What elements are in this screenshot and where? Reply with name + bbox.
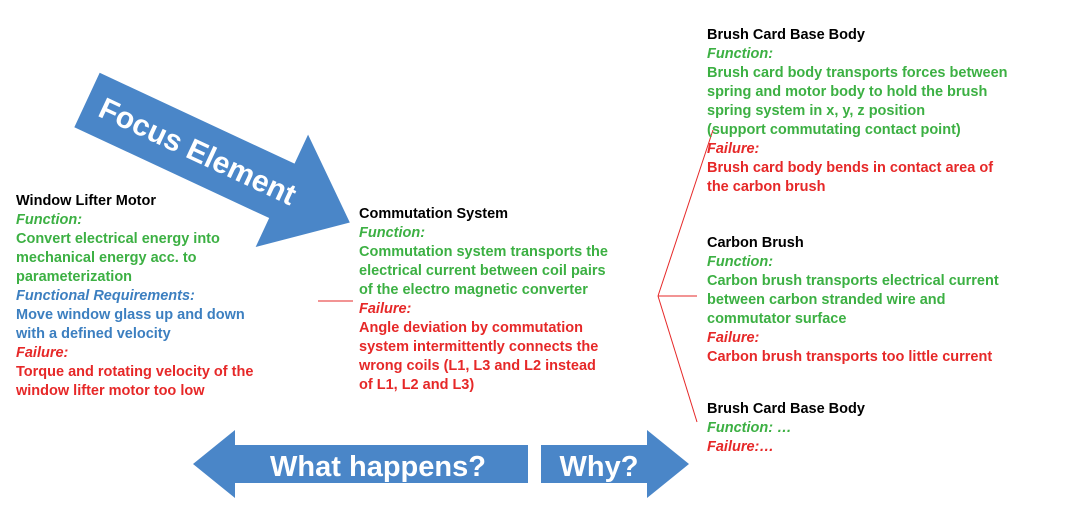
block-title: Brush Card Base Body	[707, 401, 865, 417]
failure-label: Failure:	[707, 141, 760, 157]
function-line: Convert electrical energy into	[16, 231, 220, 247]
function-label: Function:	[707, 46, 774, 62]
failure-line: Torque and rotating velocity of the	[16, 364, 254, 380]
function-line: between carbon stranded wire and	[707, 292, 946, 308]
failure-label: Failure:	[359, 301, 412, 317]
failure-line: of L1, L2 and L3)	[359, 377, 475, 393]
function-line: parameterization	[16, 269, 133, 285]
block-title: Commutation System	[359, 206, 509, 222]
function-line: mechanical energy acc. to	[16, 250, 197, 266]
block-title: Carbon Brush	[707, 235, 804, 251]
carbon-brush-block: Carbon Brush Function: Carbon brush tran…	[707, 234, 999, 367]
function-label: Function:	[359, 225, 426, 241]
failure-label: Failure:	[16, 345, 69, 361]
failure-line: the carbon brush	[707, 179, 826, 195]
requirements-label: Functional Requirements:	[16, 288, 195, 304]
function-line: spring and motor body to hold the brush	[707, 84, 988, 100]
function-label: Function:	[707, 254, 774, 270]
function-label: Function:	[16, 212, 83, 228]
failure-line: system intermittently connects the	[359, 339, 599, 355]
connector-right-bottom	[657, 295, 698, 423]
requirements-line: Move window glass up and down	[16, 307, 245, 323]
function-line: spring system in x, y, z position	[707, 103, 926, 119]
block-title: Window Lifter Motor	[16, 193, 157, 209]
block-title: Brush Card Base Body	[707, 27, 865, 43]
function-line: (support commutating contact point)	[707, 122, 961, 138]
failure-line: window lifter motor too low	[16, 383, 205, 399]
failure-line: Brush card body bends in contact area of	[707, 160, 994, 176]
commutation-system-block: Commutation System Function: Commutation…	[359, 205, 608, 395]
function-label: Function: …	[707, 420, 792, 436]
why-label: Why?	[560, 451, 639, 483]
what-happens-arrow: What happens?	[193, 430, 528, 498]
failure-line: Carbon brush transports too little curre…	[707, 349, 993, 365]
requirements-line: with a defined velocity	[16, 326, 171, 342]
why-arrow: Why?	[541, 430, 689, 498]
what-happens-label: What happens?	[270, 451, 486, 483]
window-lifter-motor-block: Window Lifter Motor Function: Convert el…	[16, 192, 253, 401]
failure-label: Failure:…	[707, 439, 774, 455]
brush-card-base-body-block-2: Brush Card Base Body Function: … Failure…	[707, 400, 865, 457]
brush-card-base-body-block: Brush Card Base Body Function: Brush car…	[707, 26, 1008, 197]
function-line: of the electro magnetic converter	[359, 282, 588, 298]
function-line: commutator surface	[707, 311, 847, 327]
function-line: Commutation system transports the	[359, 244, 608, 260]
function-line: electrical current between coil pairs	[359, 263, 606, 279]
connector-right-top	[657, 129, 714, 297]
failure-label: Failure:	[707, 330, 760, 346]
function-line: Carbon brush transports electrical curre…	[707, 273, 999, 289]
failure-line: wrong coils (L1, L3 and L2 instead	[359, 358, 596, 374]
function-line: Brush card body transports forces betwee…	[707, 65, 1008, 81]
failure-line: Angle deviation by commutation	[359, 320, 583, 336]
